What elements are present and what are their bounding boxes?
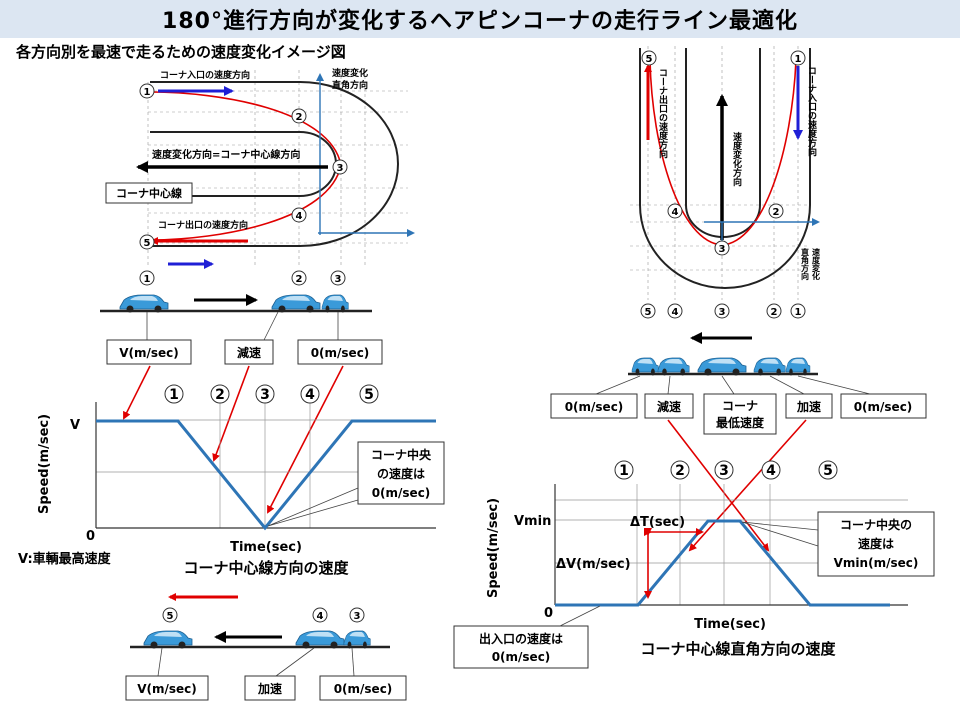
left-bottom-accel-label: 加速 xyxy=(257,681,282,696)
left-graph-markers: 1 2 3 4 5 xyxy=(164,384,379,404)
right-entry-exit-note-box xyxy=(453,625,589,669)
left-bottom-marker-4: 4 xyxy=(317,611,324,622)
right-marker-2: 2 xyxy=(773,207,780,218)
left-marker-3: 3 xyxy=(337,163,344,174)
right-change-dir: 速度変化方向 xyxy=(731,131,742,187)
left-center-line-box xyxy=(105,182,193,204)
right-graph-callout-3: Vmin(m/sec) xyxy=(834,556,919,570)
right-decel-label: 減速 xyxy=(657,399,681,414)
left-car-marker-2: 2 xyxy=(296,274,303,285)
left-callout-leaders xyxy=(146,311,339,341)
left-speed-line xyxy=(96,419,436,531)
right-delta-v-label: ΔV(m/sec) xyxy=(556,557,631,572)
right-entry-dir: コーナ入口の速度方向 xyxy=(806,66,818,157)
right-perp-label-1: 速度変化 xyxy=(811,247,821,281)
left-perp-label-1: 速度変化 xyxy=(332,67,368,79)
left-graph-zero-tick: 0 xyxy=(86,529,95,544)
left-bottom-markers: 5 4 3 xyxy=(162,607,365,623)
left-decel-label: 減速 xyxy=(237,345,261,360)
right-graph-x-label: Time(sec) xyxy=(694,617,766,632)
right-graph-callout-2: 速度は xyxy=(858,536,894,551)
left-marker-5: 5 xyxy=(144,238,151,249)
right-graph-callout-box xyxy=(817,511,935,577)
left-car-marker-1: 1 xyxy=(144,274,151,285)
right-marker-4: 4 xyxy=(672,207,679,218)
right-car-marker-4: 4 xyxy=(672,307,679,318)
right-graph-marker-5: 5 xyxy=(823,463,833,479)
left-change-dir: 速度変化方向=コーナ中心線方向 xyxy=(152,148,300,161)
left-perp-label-2: 直角方向 xyxy=(332,79,368,91)
right-entry-exit-note-2: 0(m/sec) xyxy=(492,650,551,664)
left-subtitle: 各方向別を最速で走るための速度変化イメージ図 xyxy=(15,43,346,61)
right-delta-t-label: ΔT(sec) xyxy=(630,515,685,530)
right-graph-zero-tick: 0 xyxy=(544,606,553,621)
right-graph-marker-3: 3 xyxy=(719,463,729,479)
left-marker-4: 4 xyxy=(296,211,303,222)
right-zero-label: 0(m/sec) xyxy=(565,400,624,414)
left-graph-marker-3: 3 xyxy=(260,387,270,403)
right-speed-line xyxy=(555,519,890,607)
left-bottom-marker-3: 3 xyxy=(354,611,361,622)
left-graph-callout-box xyxy=(357,441,445,505)
left-graph-v-tick: V xyxy=(70,418,80,433)
page-title: 180°進行方向が変化するヘアピンコーナの走行ライン最適化 xyxy=(0,0,960,38)
left-v-note: V:車輌最高速度 xyxy=(18,551,112,567)
right-min-speed-2: 最低速度 xyxy=(716,415,765,430)
left-graph-x-label: Time(sec) xyxy=(230,540,302,555)
left-entry-dir: コーナ入口の速度方向 xyxy=(160,69,250,81)
right-graph-marker-1: 1 xyxy=(619,463,629,479)
right-graph-vmin-tick: Vmin xyxy=(514,514,551,529)
left-graph-marker-1: 1 xyxy=(169,387,179,403)
right-graph-y-label: Speed(m/sec) xyxy=(486,498,501,598)
left-bottom-marker-5: 5 xyxy=(167,611,174,622)
left-car-marker-3: 3 xyxy=(335,274,342,285)
left-center-line-label: コーナ中心線 xyxy=(116,186,182,200)
right-car-marker-5: 5 xyxy=(645,307,652,318)
right-car-marker-1: 1 xyxy=(795,307,802,318)
left-marker-1: 1 xyxy=(144,87,151,98)
right-min-speed-1: コーナ xyxy=(722,399,758,413)
left-car-markers: 1 2 3 xyxy=(139,270,346,286)
left-graph-callout-3: 0(m/sec) xyxy=(372,486,431,500)
right-graph-title: コーナ中心線直角方向の速度 xyxy=(640,640,836,658)
right-car-marker-2: 2 xyxy=(771,307,778,318)
left-marker-2: 2 xyxy=(296,112,303,123)
left-graph-callout-1: コーナ中央 xyxy=(371,447,432,462)
left-track-markers: 1 2 3 4 5 xyxy=(139,83,348,250)
right-marker-5: 5 xyxy=(646,54,653,65)
right-car-marker-3: 3 xyxy=(719,307,726,318)
right-car-markers: 5 4 3 2 1 xyxy=(640,303,806,319)
right-exit-dir: コーナ出口の速度方向 xyxy=(657,68,668,159)
right-graph-marker-2: 2 xyxy=(675,463,685,479)
right-zero-label-2: 0(m/sec) xyxy=(854,400,913,414)
left-graph-y-label: Speed(m/sec) xyxy=(37,414,52,514)
right-perp-label-2: 直角方向 xyxy=(801,247,810,281)
right-callout-arrows xyxy=(667,419,807,552)
right-entry-exit-note-1: 出入口の速度は xyxy=(479,631,563,646)
right-marker-3: 3 xyxy=(719,244,726,255)
left-v-label: V(m/sec) xyxy=(119,346,179,360)
left-graph-marker-5: 5 xyxy=(364,387,374,403)
right-track-markers: 1 2 3 4 5 xyxy=(641,50,806,256)
left-bottom-zero-label: 0(m/sec) xyxy=(334,682,393,696)
right-marker-1: 1 xyxy=(795,54,802,65)
left-graph-marker-4: 4 xyxy=(305,387,315,403)
right-accel-label: 加速 xyxy=(796,399,821,414)
right-graph-callout-1: コーナ中央の xyxy=(840,517,912,532)
left-graph-title: コーナ中心線方向の速度 xyxy=(183,559,349,577)
right-graph-markers: 1 2 3 4 5 xyxy=(614,460,838,480)
left-bottom-v-label: V(m/sec) xyxy=(137,682,197,696)
left-graph-marker-2: 2 xyxy=(215,387,225,403)
right-graph-marker-4: 4 xyxy=(766,463,776,479)
left-graph-callout-2: の速度は xyxy=(377,466,425,481)
left-zero-label: 0(m/sec) xyxy=(311,346,370,360)
left-exit-dir: コーナ出口の速度方向 xyxy=(158,219,248,231)
